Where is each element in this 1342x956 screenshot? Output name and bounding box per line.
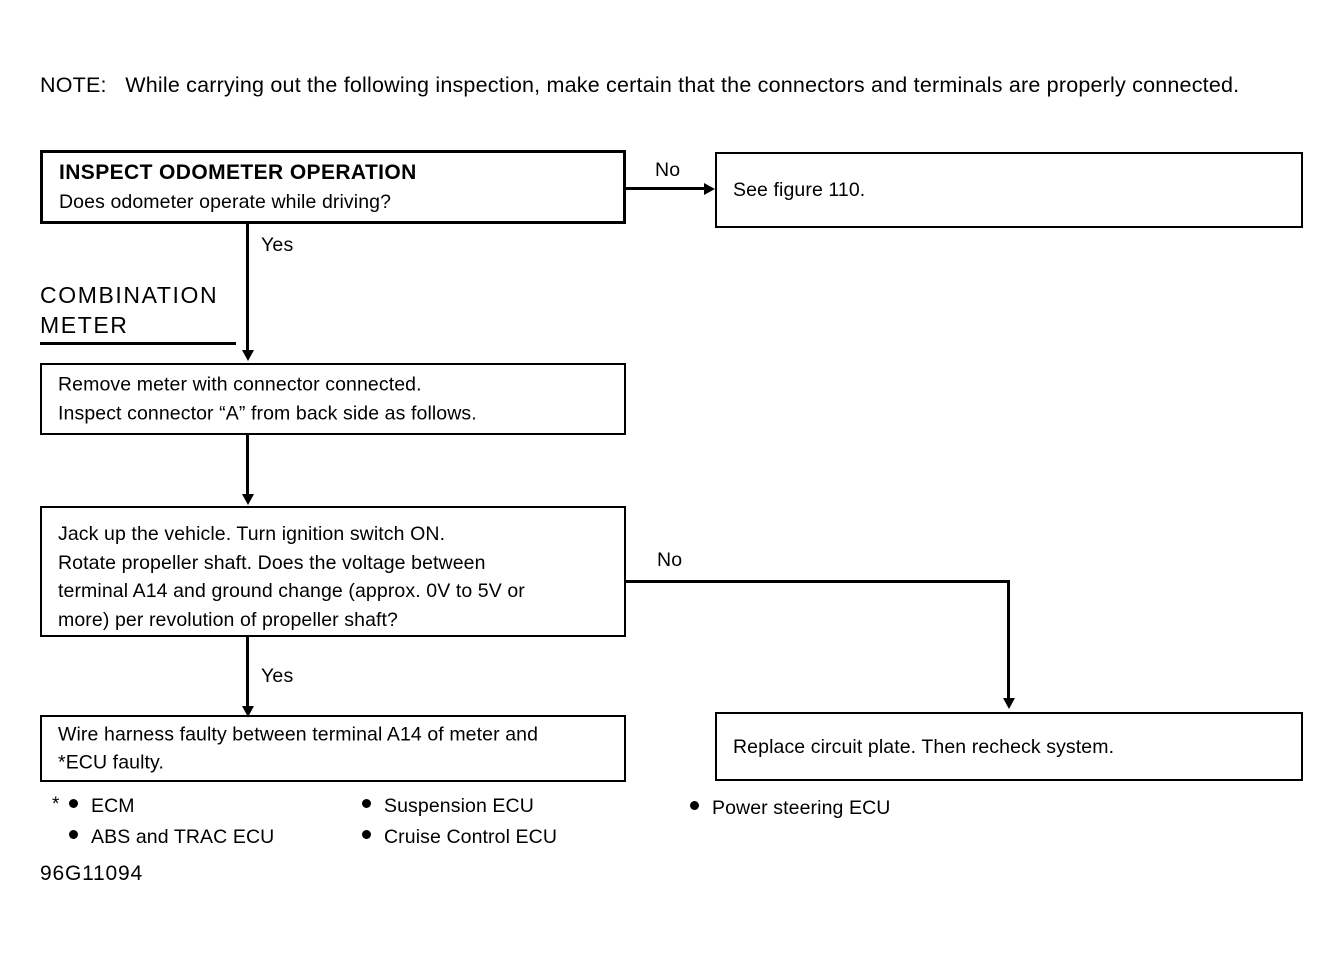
- edge-odometer-no-arrowhead: [704, 182, 715, 195]
- flow-box-inspect-odometer-question: Does odometer operate while driving?: [59, 190, 392, 213]
- edge-odometer-yes-arrowhead: [241, 350, 254, 361]
- ecu-legend-row-2: ABS and TRAC ECU Cruise Control ECU: [52, 823, 672, 854]
- list-item-ecm: ECM: [69, 792, 135, 820]
- section-heading-line-2: METER: [40, 312, 129, 338]
- flow-box-replace-circuit-plate[interactable]: Replace circuit plate. Then recheck syst…: [715, 712, 1303, 781]
- flow-box-inspect-odometer-title: INSPECT ODOMETER OPERATION: [59, 160, 417, 184]
- edge-remove-to-jack-arrowhead: [241, 494, 254, 505]
- flow-box-replace-circuit-plate-content: Replace circuit plate. Then recheck syst…: [733, 732, 1291, 761]
- flow-box-jack-up-vehicle-line-1: Jack up the vehicle. Turn ignition switc…: [58, 523, 446, 545]
- flow-box-jack-up-vehicle[interactable]: Jack up the vehicle. Turn ignition switc…: [40, 506, 626, 637]
- list-item-suspension-ecu: Suspension ECU: [362, 792, 534, 820]
- flow-box-remove-meter-content: Remove meter with connector connected. I…: [58, 371, 614, 428]
- edge-odometer-yes-line: [246, 224, 249, 352]
- edge-jack-no-vertical: [1007, 580, 1010, 700]
- list-item-label: Suspension ECU: [384, 795, 534, 817]
- list-item-label: Cruise Control ECU: [384, 826, 558, 848]
- ecu-legend-right: Power steering ECU: [690, 794, 1090, 825]
- edge-remove-to-jack-line: [246, 435, 249, 496]
- flow-box-wire-harness-faulty-line-1: Wire harness faulty between terminal A14…: [58, 723, 539, 745]
- section-heading-underline: [40, 342, 236, 345]
- section-heading-combination-meter: COMBINATION METER: [40, 280, 240, 345]
- flow-box-see-figure-110[interactable]: See figure 110.: [715, 152, 1303, 228]
- ecu-legend-asterisk: *: [52, 794, 60, 815]
- bullet-dot-icon: [69, 830, 78, 839]
- flow-box-wire-harness-faulty-line-2: *ECU faulty.: [58, 751, 164, 774]
- flow-box-jack-up-vehicle-line-3: terminal A14 and ground change (approx. …: [58, 580, 525, 602]
- list-item-label: ECM: [91, 795, 135, 817]
- list-item-label: Power steering ECU: [712, 797, 891, 819]
- flow-box-replace-circuit-plate-text: Replace circuit plate. Then recheck syst…: [733, 735, 1115, 758]
- list-item-label: ABS and TRAC ECU: [91, 826, 275, 848]
- bullet-dot-icon: [362, 830, 371, 839]
- edge-jack-no-arrowhead: [1002, 698, 1015, 709]
- bullet-dot-icon: [69, 799, 78, 808]
- flow-box-wire-harness-faulty-content: Wire harness faulty between terminal A14…: [58, 720, 614, 777]
- flow-box-jack-up-vehicle-line-2: Rotate propeller shaft. Does the voltage…: [58, 551, 486, 574]
- flow-box-jack-up-vehicle-line-4: more) per revolution of propeller shaft?: [58, 608, 399, 631]
- flow-box-see-figure-110-content: See figure 110.: [733, 176, 1291, 205]
- flow-box-wire-harness-faulty[interactable]: Wire harness faulty between terminal A14…: [40, 715, 626, 782]
- edge-jack-yes-arrowhead: [241, 706, 254, 717]
- flow-box-see-figure-110-text: See figure 110.: [733, 178, 866, 201]
- flow-box-inspect-odometer-content: INSPECT ODOMETER OPERATION Does odometer…: [59, 158, 613, 217]
- bullet-dot-icon: [690, 801, 699, 810]
- flow-box-remove-meter[interactable]: Remove meter with connector connected. I…: [40, 363, 626, 435]
- edge-label-odometer-yes: Yes: [261, 234, 294, 256]
- ecu-legend-left: * ECM Suspension ECU ABS and TRAC ECU Cr…: [52, 792, 672, 854]
- flow-box-inspect-odometer[interactable]: INSPECT ODOMETER OPERATION Does odometer…: [40, 150, 626, 224]
- section-heading-line-1: COMBINATION: [40, 282, 219, 308]
- flow-box-jack-up-vehicle-content: Jack up the vehicle. Turn ignition switc…: [58, 520, 614, 634]
- bullet-dot-icon: [362, 799, 371, 808]
- flow-box-remove-meter-line-2: Inspect connector “A” from back side as …: [58, 402, 477, 424]
- edge-label-jack-yes: Yes: [261, 665, 294, 687]
- list-item-cruise-control-ecu: Cruise Control ECU: [362, 823, 557, 851]
- ecu-legend-row-1: ECM Suspension ECU: [52, 792, 672, 823]
- edge-label-odometer-no: No: [655, 159, 681, 181]
- list-item-abs-and-trac-ecu: ABS and TRAC ECU: [69, 823, 274, 851]
- ecu-legend-row-right-1: Power steering ECU: [690, 794, 1090, 825]
- edge-jack-yes-line: [246, 637, 249, 713]
- list-item-power-steering-ecu: Power steering ECU: [690, 794, 890, 822]
- flow-box-remove-meter-line-1: Remove meter with connector connected.: [58, 373, 422, 396]
- edge-odometer-no-line: [626, 187, 706, 190]
- note-paragraph: NOTE: While carrying out the following i…: [40, 73, 1240, 97]
- figure-id: 96G11094: [40, 862, 143, 885]
- edge-label-jack-no: No: [657, 549, 683, 571]
- edge-jack-no-horizontal: [626, 580, 1010, 583]
